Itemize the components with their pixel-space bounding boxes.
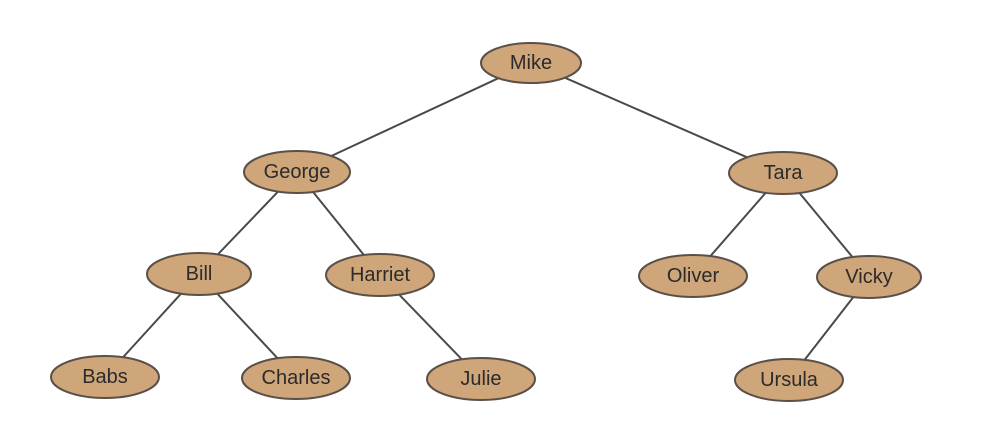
edge-bill-charles	[216, 292, 279, 360]
node-babs-label: Babs	[82, 366, 128, 388]
node-bill-shape	[146, 252, 252, 296]
node-mike-shape	[480, 42, 582, 84]
node-babs: Babs	[50, 355, 160, 399]
node-ursula-label: Ursula	[760, 369, 819, 391]
node-harriet: Harriet	[325, 253, 435, 297]
node-oliver-shape	[638, 254, 748, 298]
node-harriet-label: Harriet	[350, 264, 410, 286]
edge-george-harriet	[312, 191, 365, 256]
node-julie: Julie	[426, 357, 536, 401]
node-oliver-label: Oliver	[667, 265, 720, 287]
node-bill-label: Bill	[186, 263, 213, 285]
edge-vicky-ursula	[803, 296, 855, 361]
node-tara-shape	[728, 151, 838, 195]
node-mike-label: Mike	[510, 52, 552, 74]
node-george-label: George	[264, 161, 331, 183]
node-charles-shape	[241, 356, 351, 400]
node-vicky-shape	[816, 255, 922, 299]
node-mike: Mike	[480, 42, 582, 84]
node-oliver: Oliver	[638, 254, 748, 298]
edge-tara-oliver	[709, 191, 767, 258]
node-julie-shape	[426, 357, 536, 401]
node-tara-label: Tara	[764, 162, 804, 184]
node-vicky: Vicky	[816, 255, 922, 299]
node-charles-label: Charles	[262, 367, 331, 389]
node-ursula-shape	[734, 358, 844, 402]
node-tara: Tara	[728, 151, 838, 195]
nodes-layer: Mike George Tara Bill Harriet Oliver Vic…	[50, 42, 922, 402]
edge-george-bill	[216, 190, 280, 256]
node-charles: Charles	[241, 356, 351, 400]
node-george-shape	[243, 150, 351, 194]
edge-mike-george	[330, 77, 500, 157]
node-ursula: Ursula	[734, 358, 844, 402]
edges-layer	[122, 76, 855, 361]
node-babs-shape	[50, 355, 160, 399]
node-harriet-shape	[325, 253, 435, 297]
edge-mike-tara	[563, 76, 749, 159]
edge-tara-vicky	[798, 192, 854, 259]
edge-harriet-julie	[398, 293, 463, 361]
node-george: George	[243, 150, 351, 194]
node-julie-label: Julie	[460, 368, 501, 390]
node-vicky-label: Vicky	[845, 266, 892, 288]
node-bill: Bill	[146, 252, 252, 296]
edge-bill-babs	[122, 292, 182, 359]
